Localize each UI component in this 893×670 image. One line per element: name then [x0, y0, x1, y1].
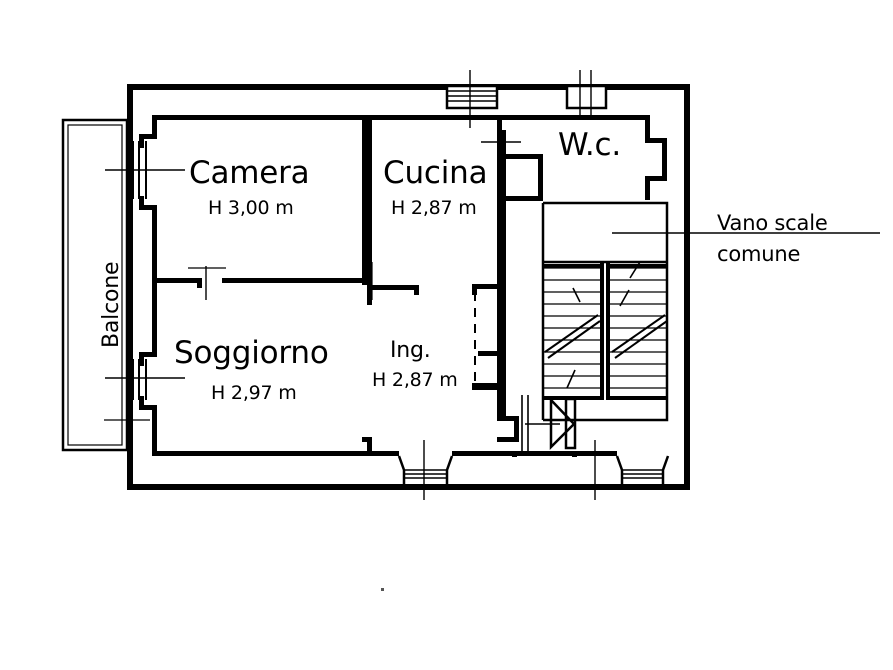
stair-direction-arrows: [544, 261, 668, 389]
room-height-ingresso: H 2,87 m: [372, 369, 458, 391]
balcony-door-upper: [105, 141, 185, 199]
callout-line-2: comune: [717, 242, 801, 266]
partition-cucina-ing: [367, 285, 419, 295]
window-wc-top: [565, 70, 608, 118]
callout-line-1: Vano scale: [717, 211, 828, 235]
room-label-soggiorno: Soggiorno: [174, 335, 329, 371]
room-label-camera: Camera: [189, 155, 310, 191]
room-label-cucina: Cucina: [383, 155, 488, 191]
partition-ing-stairwell: [472, 130, 519, 442]
balcony-label: Balcone: [99, 261, 124, 348]
window-cucina-top: [445, 70, 499, 128]
exterior-walls: [127, 84, 690, 490]
room-height-cucina: H 2,87 m: [391, 197, 477, 219]
balcony-door-lower: [105, 359, 185, 400]
room-height-soggiorno: H 2,97 m: [211, 382, 297, 404]
room-label-wc: W.c.: [558, 127, 622, 163]
stairwell-outline: [541, 201, 669, 422]
room-height-camera: H 3,00 m: [208, 197, 294, 219]
partition-camera-soggiorno: [152, 278, 367, 288]
stair-treads-left: [543, 267, 600, 389]
stair-stringer: [543, 262, 667, 400]
room-label-ingresso: Ing.: [390, 338, 431, 363]
reference-tick-marks: [104, 262, 373, 421]
window-soggiorno-bottom: [397, 440, 454, 500]
partition-camera-cucina: [362, 115, 372, 305]
window-ing-bottom: [594, 440, 670, 500]
page-tick-mark: [381, 588, 384, 591]
